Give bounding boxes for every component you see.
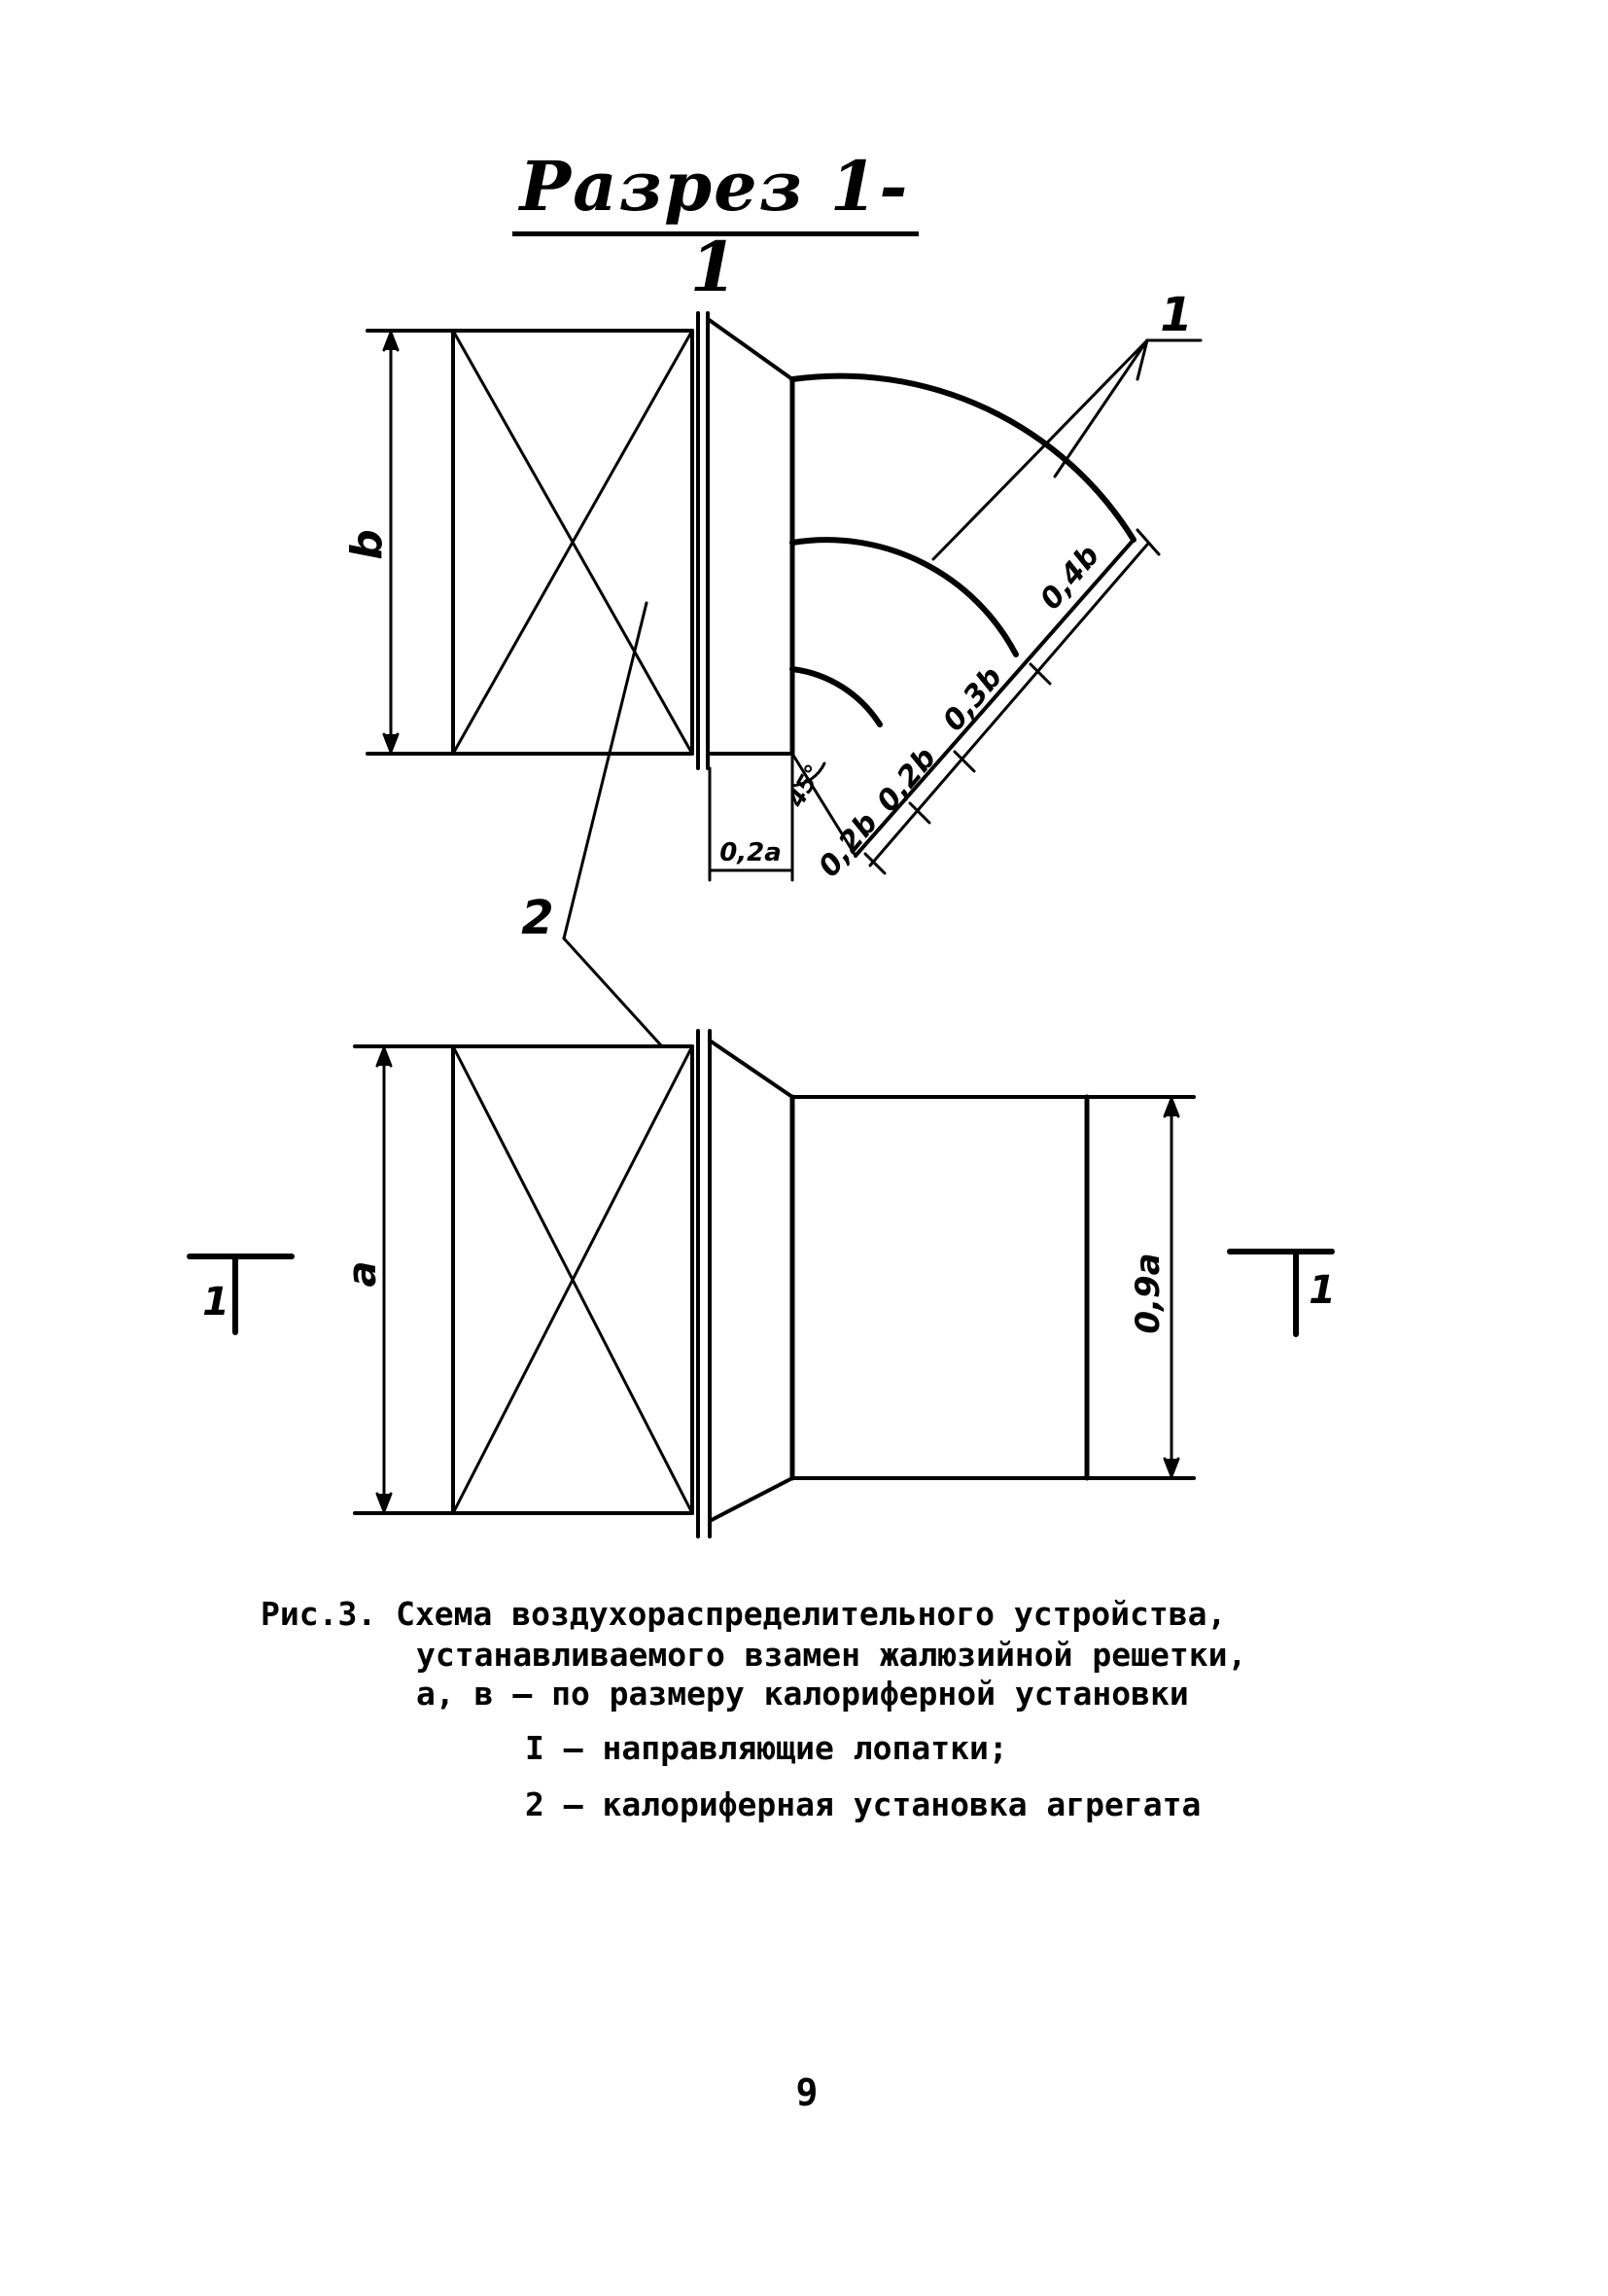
bottom-view — [187, 1029, 1335, 1538]
top-dimensions — [382, 331, 1203, 882]
top-transition — [706, 317, 794, 882]
callout-2-label: 2 — [521, 891, 553, 945]
caption-line-1: Рис.3. Схема воздухораспределительного у… — [261, 1595, 1227, 1633]
dim-02b-label-1: 0,2b — [812, 806, 885, 884]
top-view — [366, 311, 1203, 882]
dim-09a-label: 0,9a — [1129, 1253, 1168, 1333]
dim-03b-label: 0,3b — [936, 660, 1009, 738]
bottom-transition — [708, 1039, 794, 1523]
page-title: Разрез 1-1 — [519, 146, 910, 307]
section-mark-right-label: 1 — [1309, 1268, 1336, 1313]
dim-02b-label-2: 0,2b — [870, 741, 943, 819]
caption-line-3: a, в – по размеру калориферной установки — [416, 1675, 1189, 1713]
caption-item-1: I – направляющие лопатки; — [525, 1729, 1008, 1767]
caption-line-2: устанавливаемого взамен жалюзийной решет… — [416, 1636, 1247, 1674]
bottom-dimensions — [375, 1046, 1180, 1513]
top-elbow — [789, 372, 1136, 858]
title-underline — [512, 231, 919, 236]
section-mark-left — [187, 1254, 295, 1335]
dim-a-label: a — [340, 1261, 385, 1288]
bottom-heater-unit — [353, 1044, 694, 1515]
section-mark-right — [1227, 1249, 1335, 1337]
bottom-flange — [696, 1029, 712, 1538]
bottom-outlet-duct — [789, 1094, 1196, 1481]
top-flange — [696, 311, 710, 770]
dim-b-label: b — [342, 529, 392, 560]
dim-02a-label: 0,2a — [719, 838, 782, 867]
section-mark-left-label: 1 — [202, 1280, 229, 1325]
callout-2-leader — [562, 601, 663, 1047]
page-number: 9 — [795, 2071, 819, 2114]
caption-item-2: 2 – калориферная установка агрегата — [525, 1785, 1202, 1823]
top-heater-unit — [366, 329, 694, 756]
callout-1-label: 1 — [1160, 288, 1192, 342]
